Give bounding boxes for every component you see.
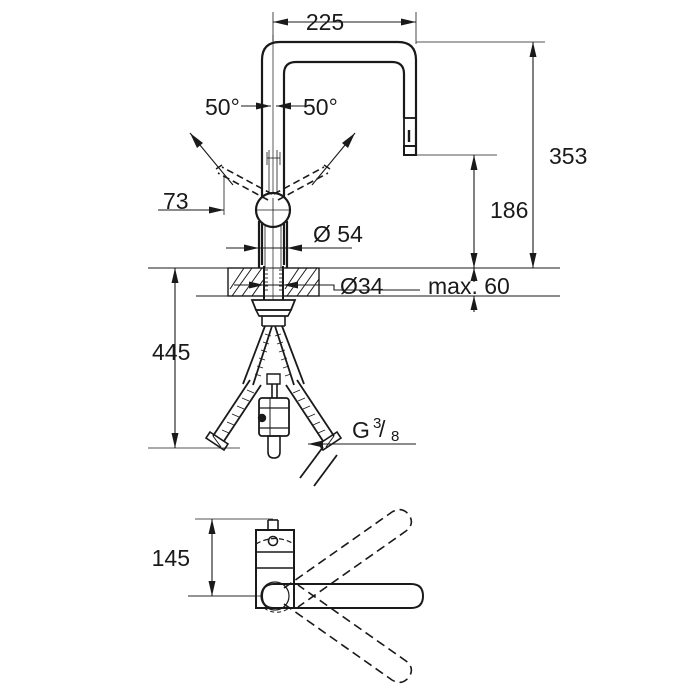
dimension-body-depth: 145 xyxy=(152,545,190,571)
plan-spout-solid xyxy=(260,583,425,609)
dimension-body-diameter: Ø 54 xyxy=(313,221,363,247)
spout-inner-profile xyxy=(282,60,406,265)
dimension-handle-offset: 73 xyxy=(163,188,189,214)
callout-supply-thread-slash: / xyxy=(379,416,386,442)
callout-supply-thread-numerator: 3 xyxy=(373,415,381,432)
dimension-hose-length: 445 xyxy=(152,339,190,365)
spout-outer-profile xyxy=(260,40,418,265)
dimension-spout-height: 186 xyxy=(490,197,528,223)
dimension-shank-diameter: Ø34 xyxy=(340,273,384,299)
callout-supply-thread-prefix: G xyxy=(352,417,370,443)
dimension-overall-height: 353 xyxy=(549,143,587,169)
angle-lever-swing-right: 50° xyxy=(303,94,338,120)
dimension-spout-reach: 225 xyxy=(306,9,344,35)
dimension-counter-thickness: max. 60 xyxy=(428,273,510,299)
callout-supply-thread-denominator: 8 xyxy=(391,428,399,445)
angle-lever-swing-left: 50° xyxy=(205,94,240,120)
